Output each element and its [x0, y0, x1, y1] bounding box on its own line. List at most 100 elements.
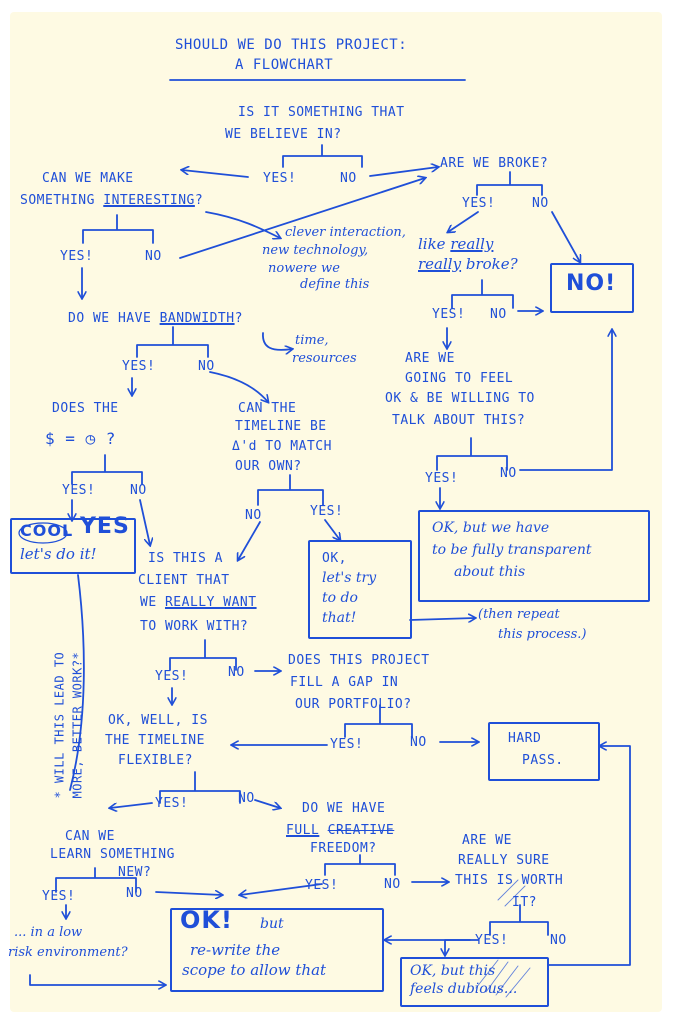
side-note-line1: * WILL THIS LEAD TO — [52, 651, 67, 799]
question-bandwidth: DO WE HAVE BANDWIDTH? — [68, 311, 243, 326]
question-flexible-line2: THE TIMELINE — [105, 733, 205, 748]
flexible-yes: YES! — [155, 796, 189, 811]
question-sure-line1: ARE WE — [462, 833, 512, 848]
question-feel-ok-line1: ARE WE — [405, 351, 455, 366]
ok-line2: re-write the — [190, 941, 281, 959]
question-sure-line3: THIS IS WORTH — [455, 873, 564, 888]
lets-do-it-label: let's do it! — [20, 545, 97, 563]
question-really-broke-line1: like really — [418, 235, 494, 253]
question-learn-line1: CAN WE — [65, 829, 115, 844]
note-bandwidth-line2: resources — [292, 351, 357, 366]
lets-try-line1: OK, — [322, 551, 347, 566]
question-client-line3: WE REALLY WANT — [140, 595, 257, 610]
question-client-line1: IS THIS A — [148, 551, 223, 566]
question-timeline-line3: Δ'd TO MATCH — [232, 439, 332, 454]
question-believe-line2: WE BELIEVE IN? — [225, 127, 342, 142]
lets-try-line2: let's try — [322, 570, 377, 586]
bandwidth-yes: YES! — [122, 359, 156, 374]
portfolio-yes: YES! — [330, 737, 364, 752]
believe-yes: YES! — [263, 171, 297, 186]
flowchart-subtitle: A FLOWCHART — [235, 57, 334, 73]
hard-pass-line2: PASS. — [522, 753, 564, 768]
question-feel-ok-line4: TALK ABOUT THIS? — [392, 413, 526, 428]
money-no: NO — [130, 483, 147, 498]
question-interesting-line2: SOMETHING INTERESTING? — [20, 193, 204, 208]
question-money-line1: DOES THE — [52, 401, 119, 416]
portfolio-no: NO — [410, 735, 427, 750]
note-interesting-line4: define this — [300, 277, 370, 292]
flowchart-title: SHOULD WE DO THIS PROJECT: — [175, 37, 408, 53]
yes-label: YES — [80, 514, 130, 539]
client-no: NO — [228, 665, 245, 680]
transparent-box: OK, but we have to be fully transparent … — [418, 510, 650, 602]
feel-ok-yes: YES! — [425, 471, 459, 486]
timeline-yes: YES! — [310, 504, 344, 519]
lets-try-box: OK, let's try to do that! — [308, 540, 412, 639]
sure-yes: YES! — [475, 933, 509, 948]
question-flexible-line3: FLEXIBLE? — [118, 753, 193, 768]
question-freedom-line3: FREEDOM? — [310, 841, 377, 856]
note-repeat-line1: (then repeat — [478, 607, 560, 622]
really-broke-no: NO — [490, 307, 507, 322]
learn-no: NO — [126, 886, 143, 901]
note-bandwidth-line1: time, — [295, 333, 329, 348]
question-money-line2: $ = ◷ ? — [45, 429, 116, 448]
question-timeline-line2: TIMELINE BE — [235, 419, 327, 434]
flexible-no: NO — [238, 791, 255, 806]
note-interesting-line2: new technology, — [262, 243, 369, 258]
question-freedom-line2: FULL CREATIVE — [286, 823, 395, 838]
question-portfolio-line2: FILL A GAP IN — [290, 675, 399, 690]
hard-pass-line1: HARD — [508, 731, 542, 746]
broke-yes: YES! — [462, 196, 496, 211]
no-outcome-label: NO! — [566, 271, 617, 296]
sure-no: NO — [550, 933, 567, 948]
transparent-line1: OK, but we have — [432, 520, 550, 536]
question-interesting-line1: CAN WE MAKE — [42, 171, 134, 186]
note-repeat-line2: this process.) — [498, 627, 587, 642]
learn-yes: YES! — [42, 889, 76, 904]
freedom-yes: YES! — [305, 878, 339, 893]
note-interesting-line3: nowere we — [268, 261, 340, 276]
ok-rewrite-box: OK! but re-write the scope to allow that — [170, 908, 384, 992]
question-learn-line3: NEW? — [118, 865, 152, 880]
ok-but-label: but — [260, 916, 284, 932]
interesting-yes: YES! — [60, 249, 94, 264]
dubious-line2: feels dubious... — [410, 981, 518, 997]
question-really-broke-line2: really broke? — [418, 255, 518, 273]
question-sure-line2: REALLY SURE — [458, 853, 550, 868]
question-broke: ARE WE BROKE? — [440, 156, 549, 171]
question-sure-line4: IT? — [512, 895, 537, 910]
really-broke-yes: YES! — [432, 307, 466, 322]
question-portfolio-line3: OUR PORTFOLIO? — [295, 697, 412, 712]
dubious-box: OK, but this feels dubious... — [400, 957, 549, 1007]
question-feel-ok-line2: GOING TO FEEL — [405, 371, 514, 386]
bandwidth-no: NO — [198, 359, 215, 374]
transparent-line2: to be fully transparent — [432, 542, 592, 558]
feel-ok-no: NO — [500, 466, 517, 481]
question-timeline-line1: CAN THE — [238, 401, 297, 416]
question-feel-ok-line3: OK & BE WILLING TO — [385, 391, 535, 406]
lets-try-line3: to do — [322, 590, 358, 606]
believe-no: NO — [340, 171, 357, 186]
money-yes: YES! — [62, 483, 96, 498]
question-timeline-line4: OUR OWN? — [235, 459, 302, 474]
cool-yes-box: COOL YES let's do it! — [10, 514, 136, 574]
client-yes: YES! — [155, 669, 189, 684]
ok-line3: scope to allow that — [182, 961, 327, 979]
dubious-line1: OK, but this — [410, 963, 496, 979]
paper-background — [10, 12, 662, 1012]
ok-big-label: OK! — [180, 906, 233, 934]
note-interesting-line1: clever interaction, — [285, 225, 406, 240]
cool-label: COOL — [20, 521, 74, 540]
lets-try-line4: that! — [322, 610, 357, 626]
question-believe-line1: IS IT SOMETHING THAT — [238, 105, 405, 120]
question-portfolio-line1: DOES THIS PROJECT — [288, 653, 430, 668]
question-client-line2: CLIENT THAT — [138, 573, 230, 588]
hard-pass-box: HARD PASS. — [488, 722, 600, 781]
side-note-line2: MORE, BETTER WORK?* — [70, 651, 85, 799]
note-low-risk-line1: ... in a low — [14, 925, 83, 940]
no-outcome-box: NO! — [550, 263, 634, 313]
freedom-no: NO — [384, 877, 401, 892]
question-flexible-line1: OK, WELL, IS — [108, 713, 208, 728]
